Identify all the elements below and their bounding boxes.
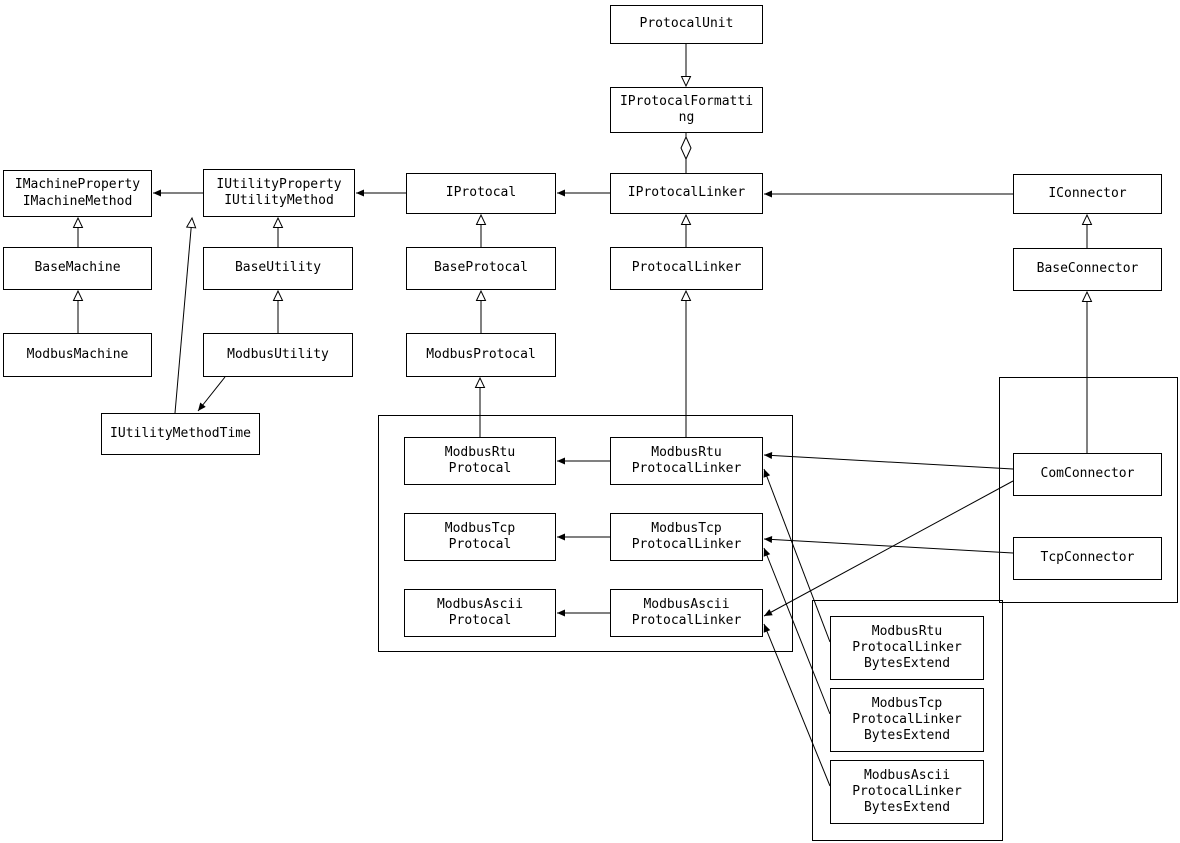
node-label: ModbusProtocal [426,346,536,362]
node-label: ProtocalLinker [631,260,742,276]
node-label: ModbusTcp Protocal [444,520,516,552]
edge-asciibytesextend-asciilinker [763,623,831,787]
edge-modbusutility-iutilitymethodtime [197,376,226,412]
edge-comconnector-asciilinker [763,480,1014,617]
node-base-connector: BaseConnector [1013,248,1162,291]
node-label: BaseMachine [34,260,121,276]
group-connectors [999,377,1178,603]
node-modbus-protocal: ModbusProtocal [406,333,556,377]
node-label: ModbusAscii ProtocalLinker BytesExtend [852,767,962,816]
edge-iutilitymethodtime-iutility [174,216,197,414]
group-modbus-protocol-pairs [378,415,793,652]
node-label: BaseProtocal [434,260,528,276]
node-modbus-tcp-protocal: ModbusTcp Protocal [404,513,556,561]
node-label: ModbusTcp ProtocalLinker BytesExtend [852,695,962,744]
edge-rtubytesextend-rtulinker [763,468,831,643]
node-label: IUtilityProperty IUtilityMethod [216,176,342,208]
node-tcp-connector: TcpConnector [1013,537,1162,580]
node-label: ModbusRtu Protocal [444,444,516,476]
node-label: IMachineProperty IMachineMethod [14,177,141,209]
edge-comconnector-rtulinker [763,451,1014,470]
node-modbus-machine: ModbusMachine [3,333,152,377]
node-modbus-ascii-protocal-linker-bytes-extend: ModbusAscii ProtocalLinker BytesExtend [830,760,984,824]
node-label: ModbusAscii Protocal [436,596,524,628]
edge-tcpconnector-tcplinker [763,535,1014,554]
node-label: IProtocalFormatti ng [619,93,754,125]
node-protocal-linker: ProtocalLinker [610,247,763,290]
node-label: IProtocalLinker [627,185,746,201]
node-iconnector: IConnector [1013,174,1162,214]
node-modbus-rtu-protocal-linker-bytes-extend: ModbusRtu ProtocalLinker BytesExtend [830,616,984,680]
node-modbus-tcp-protocal-linker-bytes-extend: ModbusTcp ProtocalLinker BytesExtend [830,688,984,752]
edge-tcpbytesextend-tcplinker [763,547,831,715]
node-label: BaseConnector [1036,261,1139,277]
node-com-connector: ComConnector [1013,453,1162,496]
group-bytes-extend [812,600,1003,841]
node-label: IConnector [1048,185,1127,201]
node-iutility-property-method: IUtilityProperty IUtilityMethod [203,169,355,217]
node-label: TcpConnector [1040,550,1135,566]
node-iprotocal: IProtocal [406,173,556,214]
node-modbus-ascii-protocal: ModbusAscii Protocal [404,589,556,637]
node-label: ModbusMachine [26,346,129,362]
node-label: ModbusUtility [227,346,329,362]
node-label: ModbusRtu ProtocalLinker [631,444,742,476]
node-label: IUtilityMethodTime [110,425,251,441]
node-label: BaseUtility [234,260,322,276]
node-protocal-unit: ProtocalUnit [610,5,763,44]
node-modbus-rtu-protocal: ModbusRtu Protocal [404,437,556,485]
node-iprotocal-linker: IProtocalLinker [610,173,763,214]
node-base-protocal: BaseProtocal [406,247,556,290]
node-base-utility: BaseUtility [203,247,353,290]
aggregation-diamond-icon [680,135,692,161]
node-modbus-ascii-protocal-linker: ModbusAscii ProtocalLinker [610,589,763,637]
node-base-machine: BaseMachine [3,247,152,290]
node-label: ProtocalUnit [639,16,734,32]
node-iutility-method-time: IUtilityMethodTime [101,413,260,455]
node-modbus-tcp-protocal-linker: ModbusTcp ProtocalLinker [610,513,763,561]
node-label: ModbusRtu ProtocalLinker BytesExtend [852,623,962,672]
node-label: ModbusAscii ProtocalLinker [631,596,742,628]
node-label: ModbusTcp ProtocalLinker [631,520,742,552]
node-iprotocal-formatting: IProtocalFormatti ng [610,87,763,133]
node-label: IProtocal [445,185,517,201]
node-modbus-utility: ModbusUtility [203,333,353,377]
node-imachine-property-method: IMachineProperty IMachineMethod [3,170,152,217]
node-modbus-rtu-protocal-linker: ModbusRtu ProtocalLinker [610,437,763,485]
node-label: ComConnector [1040,466,1135,482]
